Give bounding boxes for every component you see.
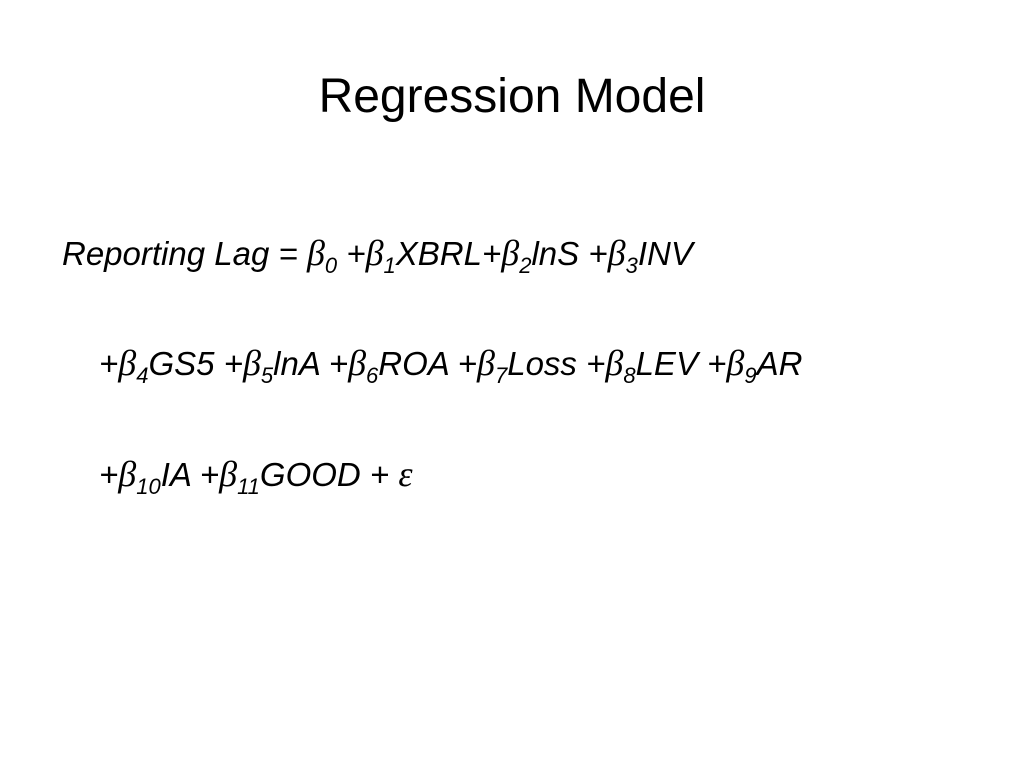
term-subscript: 5 (260, 363, 274, 388)
plus-sign: + (707, 345, 727, 382)
term-subscript: 0 (324, 253, 338, 278)
term-subscript: 7 (494, 363, 508, 388)
term-subscript: 11 (237, 474, 260, 499)
beta-symbol: β (365, 233, 384, 273)
beta-symbol: β (607, 233, 626, 273)
term-variable: lnA (273, 345, 320, 382)
term-subscript: 1 (383, 253, 396, 278)
term-variable: lnS (531, 235, 580, 272)
plus-sign: + (99, 345, 119, 382)
plus-sign: + (586, 345, 606, 382)
term-variable: XBRL (395, 235, 482, 272)
term-variable: AR (756, 345, 803, 382)
beta-symbol: β (118, 343, 137, 383)
term-variable: Loss (507, 345, 577, 382)
term-variable: GOOD (259, 456, 361, 493)
term-variable: LEV (635, 345, 698, 382)
beta-symbol: β (242, 343, 261, 383)
equation-line-1: Reporting Lag = β0 +β1XBRL+β2lnS +β3INV (62, 231, 693, 278)
beta-symbol: β (348, 343, 367, 383)
term-subscript: 2 (519, 253, 532, 278)
term-subscript: 9 (744, 363, 757, 388)
equals-sign: = (278, 235, 298, 272)
plus-sign: + (588, 235, 608, 272)
plus-sign: + (328, 345, 349, 382)
beta-symbol: β (477, 343, 495, 383)
beta-symbol: β (306, 233, 325, 273)
plus-sign: + (346, 235, 366, 272)
plus-sign: + (482, 235, 502, 272)
plus-sign: + (457, 345, 478, 382)
beta-symbol: β (726, 343, 745, 383)
term-subscript: 4 (136, 363, 149, 388)
term-subscript: 10 (136, 474, 161, 499)
term-variable: INV (637, 235, 693, 272)
term-variable: GS5 (148, 345, 215, 382)
term-variable: ROA (378, 345, 449, 382)
equation-line-2: +β4GS5 +β5lnA +β6ROA +β7Loss +β8LEV +β9A… (99, 341, 803, 388)
beta-symbol: β (219, 454, 238, 494)
plus-sign: + (369, 456, 390, 493)
plus-sign: + (223, 345, 243, 382)
beta-symbol: β (118, 454, 137, 494)
term-subscript: 6 (366, 363, 379, 388)
term-subscript: 3 (625, 253, 638, 278)
epsilon-symbol: ε (398, 454, 413, 494)
term-variable: IA (160, 456, 191, 493)
slide-title: Regression Model (318, 70, 706, 123)
plus-sign: + (199, 456, 220, 493)
term-subscript: 8 (623, 363, 636, 388)
equation-lhs: Reporting Lag (62, 235, 270, 272)
beta-symbol: β (605, 343, 624, 383)
equation-line-3: +β10IA +β11GOOD + ε (99, 452, 413, 499)
plus-sign: + (99, 456, 119, 493)
beta-symbol: β (501, 233, 520, 273)
